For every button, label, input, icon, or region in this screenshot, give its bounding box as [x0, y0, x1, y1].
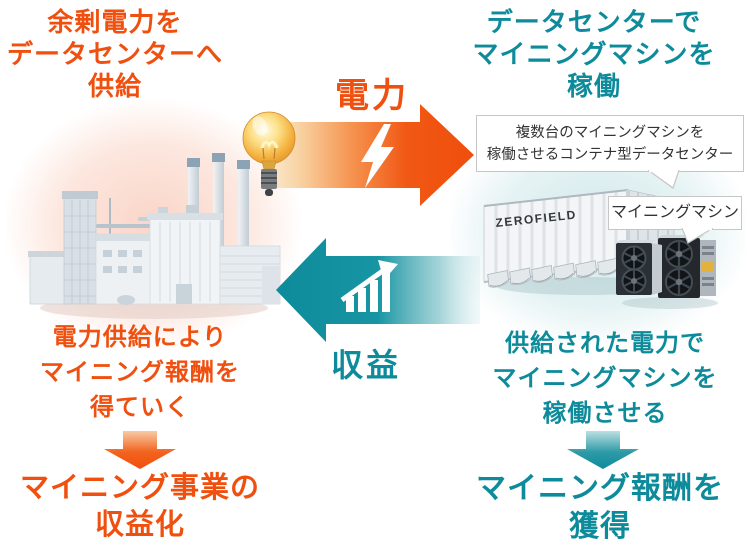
miner-label-bubble-tail	[681, 228, 714, 244]
lightning-icon	[361, 124, 394, 188]
revenue-flow-label: 収益	[330, 347, 401, 383]
datacenter-side-description: 供給された電力で マイニングマシンを 稼働させる	[492, 330, 718, 427]
power-flow-label: 電力	[335, 77, 409, 115]
power-plant-image	[28, 153, 281, 319]
revenue-flow-arrow	[276, 238, 480, 342]
container-caption-bubble-tail	[647, 170, 680, 189]
datacenter-side-outcome: マイニング報酬を 獲得	[476, 472, 724, 543]
power-side-description: 電力供給により マイニング報酬を 得ていく	[40, 324, 240, 421]
power-flow-arrow	[262, 104, 474, 206]
down-arrow-teal	[567, 431, 639, 469]
datacenter-heading: データセンターで マイニングマシンを 稼働	[472, 7, 716, 101]
miners-image	[616, 235, 718, 309]
container-vents	[487, 257, 619, 288]
supply-heading: 余剰電力を データセンターへ 供給	[6, 7, 223, 101]
power-side-outcome: マイニング事業の 収益化	[19, 472, 260, 541]
bulb-icon	[242, 111, 296, 196]
chart-icon	[340, 260, 398, 312]
container-caption-bubble: 複数台のマイニングマシンを 稼働させるコンテナ型データセンター	[476, 115, 744, 172]
down-arrow-orange	[104, 431, 176, 469]
miner-label-bubble: マイニングマシン	[608, 196, 742, 230]
